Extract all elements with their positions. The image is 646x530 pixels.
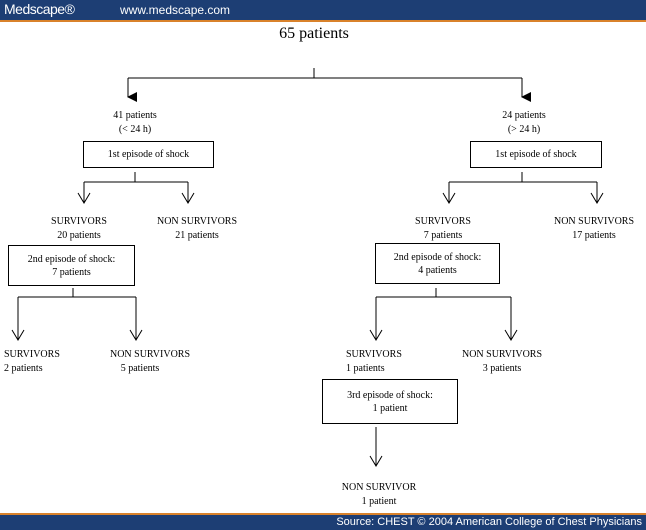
right-shock1-label: 1st episode of shock [495,149,577,160]
left-survivors-label: SURVIVORS [51,216,107,227]
left-group-timing: (< 24 h) [118,124,152,135]
right-nonsurvivors-label: NON SURVIVORS [553,216,635,227]
top-banner: Medscape® www.medscape.com [0,0,646,20]
left-shock2-count: 7 patients [52,266,91,278]
left-nonsurvivors-count: 21 patients [175,230,219,241]
arrowhead-left-survivors2 [11,329,25,341]
arrowhead-left-survivors [77,192,91,204]
right-shock1-box: 1st episode of shock [470,141,602,168]
right-nonsurvivors2-label: NON SURVIVORS [461,349,543,360]
arrowhead-left-nonsurvivors2 [129,329,143,341]
right-nonsurvivor3-label: NON SURVIVOR [341,482,417,493]
left-nonsurvivors2-count: 5 patients [120,363,160,374]
arrowhead-right-nonsurvivors [590,192,604,204]
left-survivors2-label: SURVIVORS [4,349,60,360]
left-shock1-box: 1st episode of shock [83,141,214,168]
arrowhead-right-nonsurvivors2 [504,329,518,341]
left-shock2-label: 2nd episode of shock: [27,253,116,265]
left-shock1-label: 1st episode of shock [107,149,190,160]
right-nonsurvivors2-count: 3 patients [482,363,522,374]
left-shock2-box: 2nd episode of shock: 7 patients [8,245,135,286]
bottom-banner: Source: CHEST © 2004 American College of… [0,515,646,530]
right-group-count: 24 patients [502,110,546,121]
top-divider [0,20,646,22]
arrowhead-right-nonsurvivor3 [369,455,383,467]
right-nonsurvivors-count: 17 patients [572,230,616,241]
site-url[interactable]: www.medscape.com [120,3,231,17]
bottom-divider [0,513,646,515]
right-shock2-label: 2nd episode of shock: [393,251,482,263]
right-shock3-box: 3rd episode of shock: 1 patient [322,379,458,424]
arrowhead-right-survivors2 [369,329,383,341]
left-nonsurvivors-label: NON SURVIVORS [156,216,238,227]
left-survivors2-count: 2 patients [4,363,43,374]
right-shock3-count: 1 patient [372,402,408,414]
right-shock2-box: 2nd episode of shock: 4 patients [375,243,500,284]
source-credit: Source: CHEST © 2004 American College of… [336,516,642,528]
left-group-count: 41 patients [113,110,157,121]
medscape-logo: Medscape® [4,1,75,17]
right-survivors2-count: 1 patients [346,363,385,374]
right-shock2-count: 4 patients [418,264,457,276]
right-survivors2-label: SURVIVORS [346,349,402,360]
arrowhead-right-survivors [442,192,456,204]
left-nonsurvivors2-label: NON SURVIVORS [109,349,191,360]
left-survivors-count: 20 patients [57,230,101,241]
right-shock3-label: 3rd episode of shock: [347,389,433,401]
right-survivors-label: SURVIVORS [415,216,471,227]
right-group-timing: (> 24 h) [507,124,541,135]
right-nonsurvivor3-count: 1 patient [361,496,397,507]
right-survivors-count: 7 patients [423,230,463,241]
arrowhead-left-nonsurvivors [181,192,195,204]
root-node: 65 patients [279,25,349,42]
